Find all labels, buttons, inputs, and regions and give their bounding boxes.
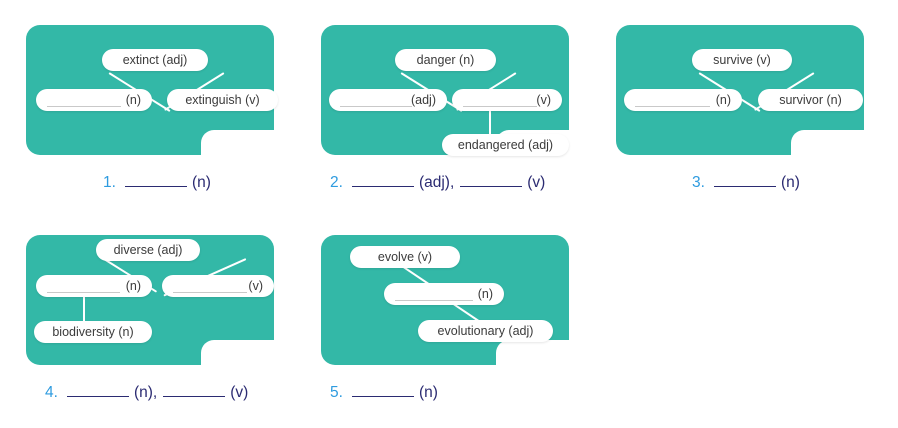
pill-label: (n): [477, 286, 493, 301]
pill-root-word: extinct (adj): [102, 49, 208, 71]
word-family-card-1: extinct (adj) (n) extinguish (v): [26, 25, 278, 156]
pill-blank-noun[interactable]: (n): [36, 275, 152, 297]
pill-label: diverse (adj): [113, 242, 183, 257]
answer-blank[interactable]: [460, 172, 523, 187]
pill-word-extinguish: extinguish (v): [167, 89, 278, 111]
pill-blank-noun[interactable]: (n): [624, 89, 742, 111]
answer-blank[interactable]: [713, 172, 776, 187]
answer-line-3[interactable]: 3. (n): [692, 172, 800, 192]
answer-line-2[interactable]: 2. (adj), (v): [330, 172, 545, 192]
card-corner-notch: [201, 130, 275, 156]
pill-label: (v): [536, 92, 551, 107]
answer-number: 3.: [692, 174, 705, 191]
pill-blank-verb[interactable]: (v): [452, 89, 562, 111]
blank-underline: [340, 106, 412, 107]
pill-blank-adjective[interactable]: (adj): [329, 89, 447, 111]
connector-line-vertical: [489, 109, 491, 136]
pill-word-biodiversity: biodiversity (n): [34, 321, 152, 343]
answer-pos: (v): [230, 384, 249, 401]
card-corner-notch: [201, 340, 275, 366]
pill-root-word: danger (n): [395, 49, 496, 71]
pill-label: (v): [248, 278, 263, 293]
pill-blank-verb[interactable]: (v): [162, 275, 274, 297]
pill-label: survivor (n): [779, 92, 842, 107]
blank-underline: [47, 106, 121, 107]
pill-blank-noun[interactable]: (n): [384, 283, 504, 305]
answer-line-5[interactable]: 5. (n): [330, 382, 438, 402]
blank-underline: [47, 292, 120, 293]
connector-line-vertical: [83, 294, 85, 323]
pill-blank-noun[interactable]: (n): [36, 89, 152, 111]
pill-label: biodiversity (n): [52, 324, 134, 339]
pill-label: evolve (v): [377, 249, 433, 264]
pill-label: survive (v): [713, 52, 771, 67]
answer-pos: (adj),: [418, 174, 455, 191]
pill-label: endangered (adj): [457, 137, 554, 152]
pill-label: danger (n): [416, 52, 475, 67]
blank-underline: [635, 106, 710, 107]
answer-pos: (n),: [133, 384, 158, 401]
answer-number: 4.: [45, 384, 58, 401]
pill-label: (n): [125, 92, 141, 107]
word-family-card-2: danger (n) (adj) (v) endangered (adj): [321, 25, 570, 156]
answer-pos: (n): [418, 384, 438, 401]
pill-word-survivor: survivor (n): [758, 89, 863, 111]
word-family-card-3: survive (v) (n) survivor (n): [616, 25, 865, 156]
blank-underline: [173, 292, 247, 293]
answer-blank[interactable]: [351, 382, 414, 397]
answer-pos: (n): [780, 174, 800, 191]
pill-word-endangered: endangered (adj): [442, 134, 569, 156]
pill-label: (adj): [410, 92, 436, 107]
answer-number: 2.: [330, 174, 343, 191]
pill-label: (n): [125, 278, 141, 293]
word-family-card-5: evolve (v) (n) evolutionary (adj): [321, 235, 570, 366]
pill-label: extinct (adj): [122, 52, 188, 67]
answer-blank[interactable]: [66, 382, 129, 397]
card-corner-notch: [791, 130, 865, 156]
answer-blank[interactable]: [351, 172, 414, 187]
blank-underline: [463, 106, 537, 107]
answer-blank[interactable]: [163, 382, 226, 397]
answer-number: 1.: [103, 174, 116, 191]
pill-word-evolutionary: evolutionary (adj): [418, 320, 553, 342]
pill-label: evolutionary (adj): [437, 323, 534, 338]
word-family-card-4: diverse (adj) (n) (v) biodiversity (n): [26, 235, 275, 366]
answer-line-1[interactable]: 1. (n): [103, 172, 211, 192]
answer-line-4[interactable]: 4. (n), (v): [45, 382, 248, 402]
answer-pos: (n): [191, 174, 211, 191]
card-corner-notch: [496, 340, 570, 366]
answer-pos: (v): [527, 174, 546, 191]
pill-root-word: survive (v): [692, 49, 792, 71]
pill-label: (n): [715, 92, 731, 107]
pill-label: extinguish (v): [185, 92, 260, 107]
blank-underline: [395, 300, 473, 301]
answer-number: 5.: [330, 384, 343, 401]
pill-root-word: evolve (v): [350, 246, 460, 268]
answer-blank[interactable]: [124, 172, 187, 187]
pill-root-word: diverse (adj): [96, 239, 200, 261]
